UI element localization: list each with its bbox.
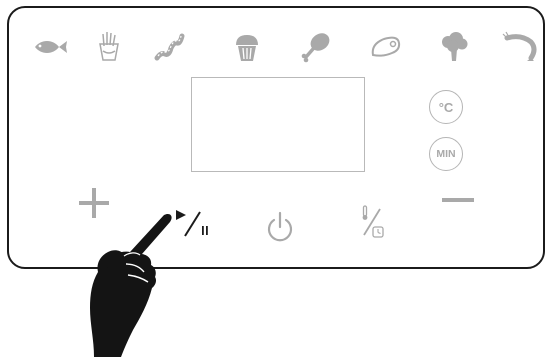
- pointing-hand-icon: [78, 212, 198, 363]
- display-screen: [191, 77, 365, 172]
- minus-button[interactable]: [441, 196, 475, 204]
- minutes-indicator: MIN: [429, 137, 463, 171]
- drumstick-icon[interactable]: [296, 30, 336, 64]
- fries-icon[interactable]: [89, 30, 129, 64]
- celsius-indicator: °C: [429, 90, 463, 124]
- power-button[interactable]: [265, 211, 295, 243]
- shrimp-icon[interactable]: [501, 30, 541, 64]
- temp-timer-toggle-icon: [359, 204, 385, 240]
- power-icon: [265, 211, 295, 243]
- bacon-icon[interactable]: [149, 30, 189, 64]
- cupcake-icon[interactable]: [227, 30, 267, 64]
- steak-icon[interactable]: [366, 30, 406, 64]
- temp-timer-toggle-button[interactable]: [359, 204, 385, 240]
- fish-icon[interactable]: [29, 30, 69, 64]
- minus-icon: [441, 196, 475, 204]
- vegetable-icon[interactable]: [434, 30, 474, 64]
